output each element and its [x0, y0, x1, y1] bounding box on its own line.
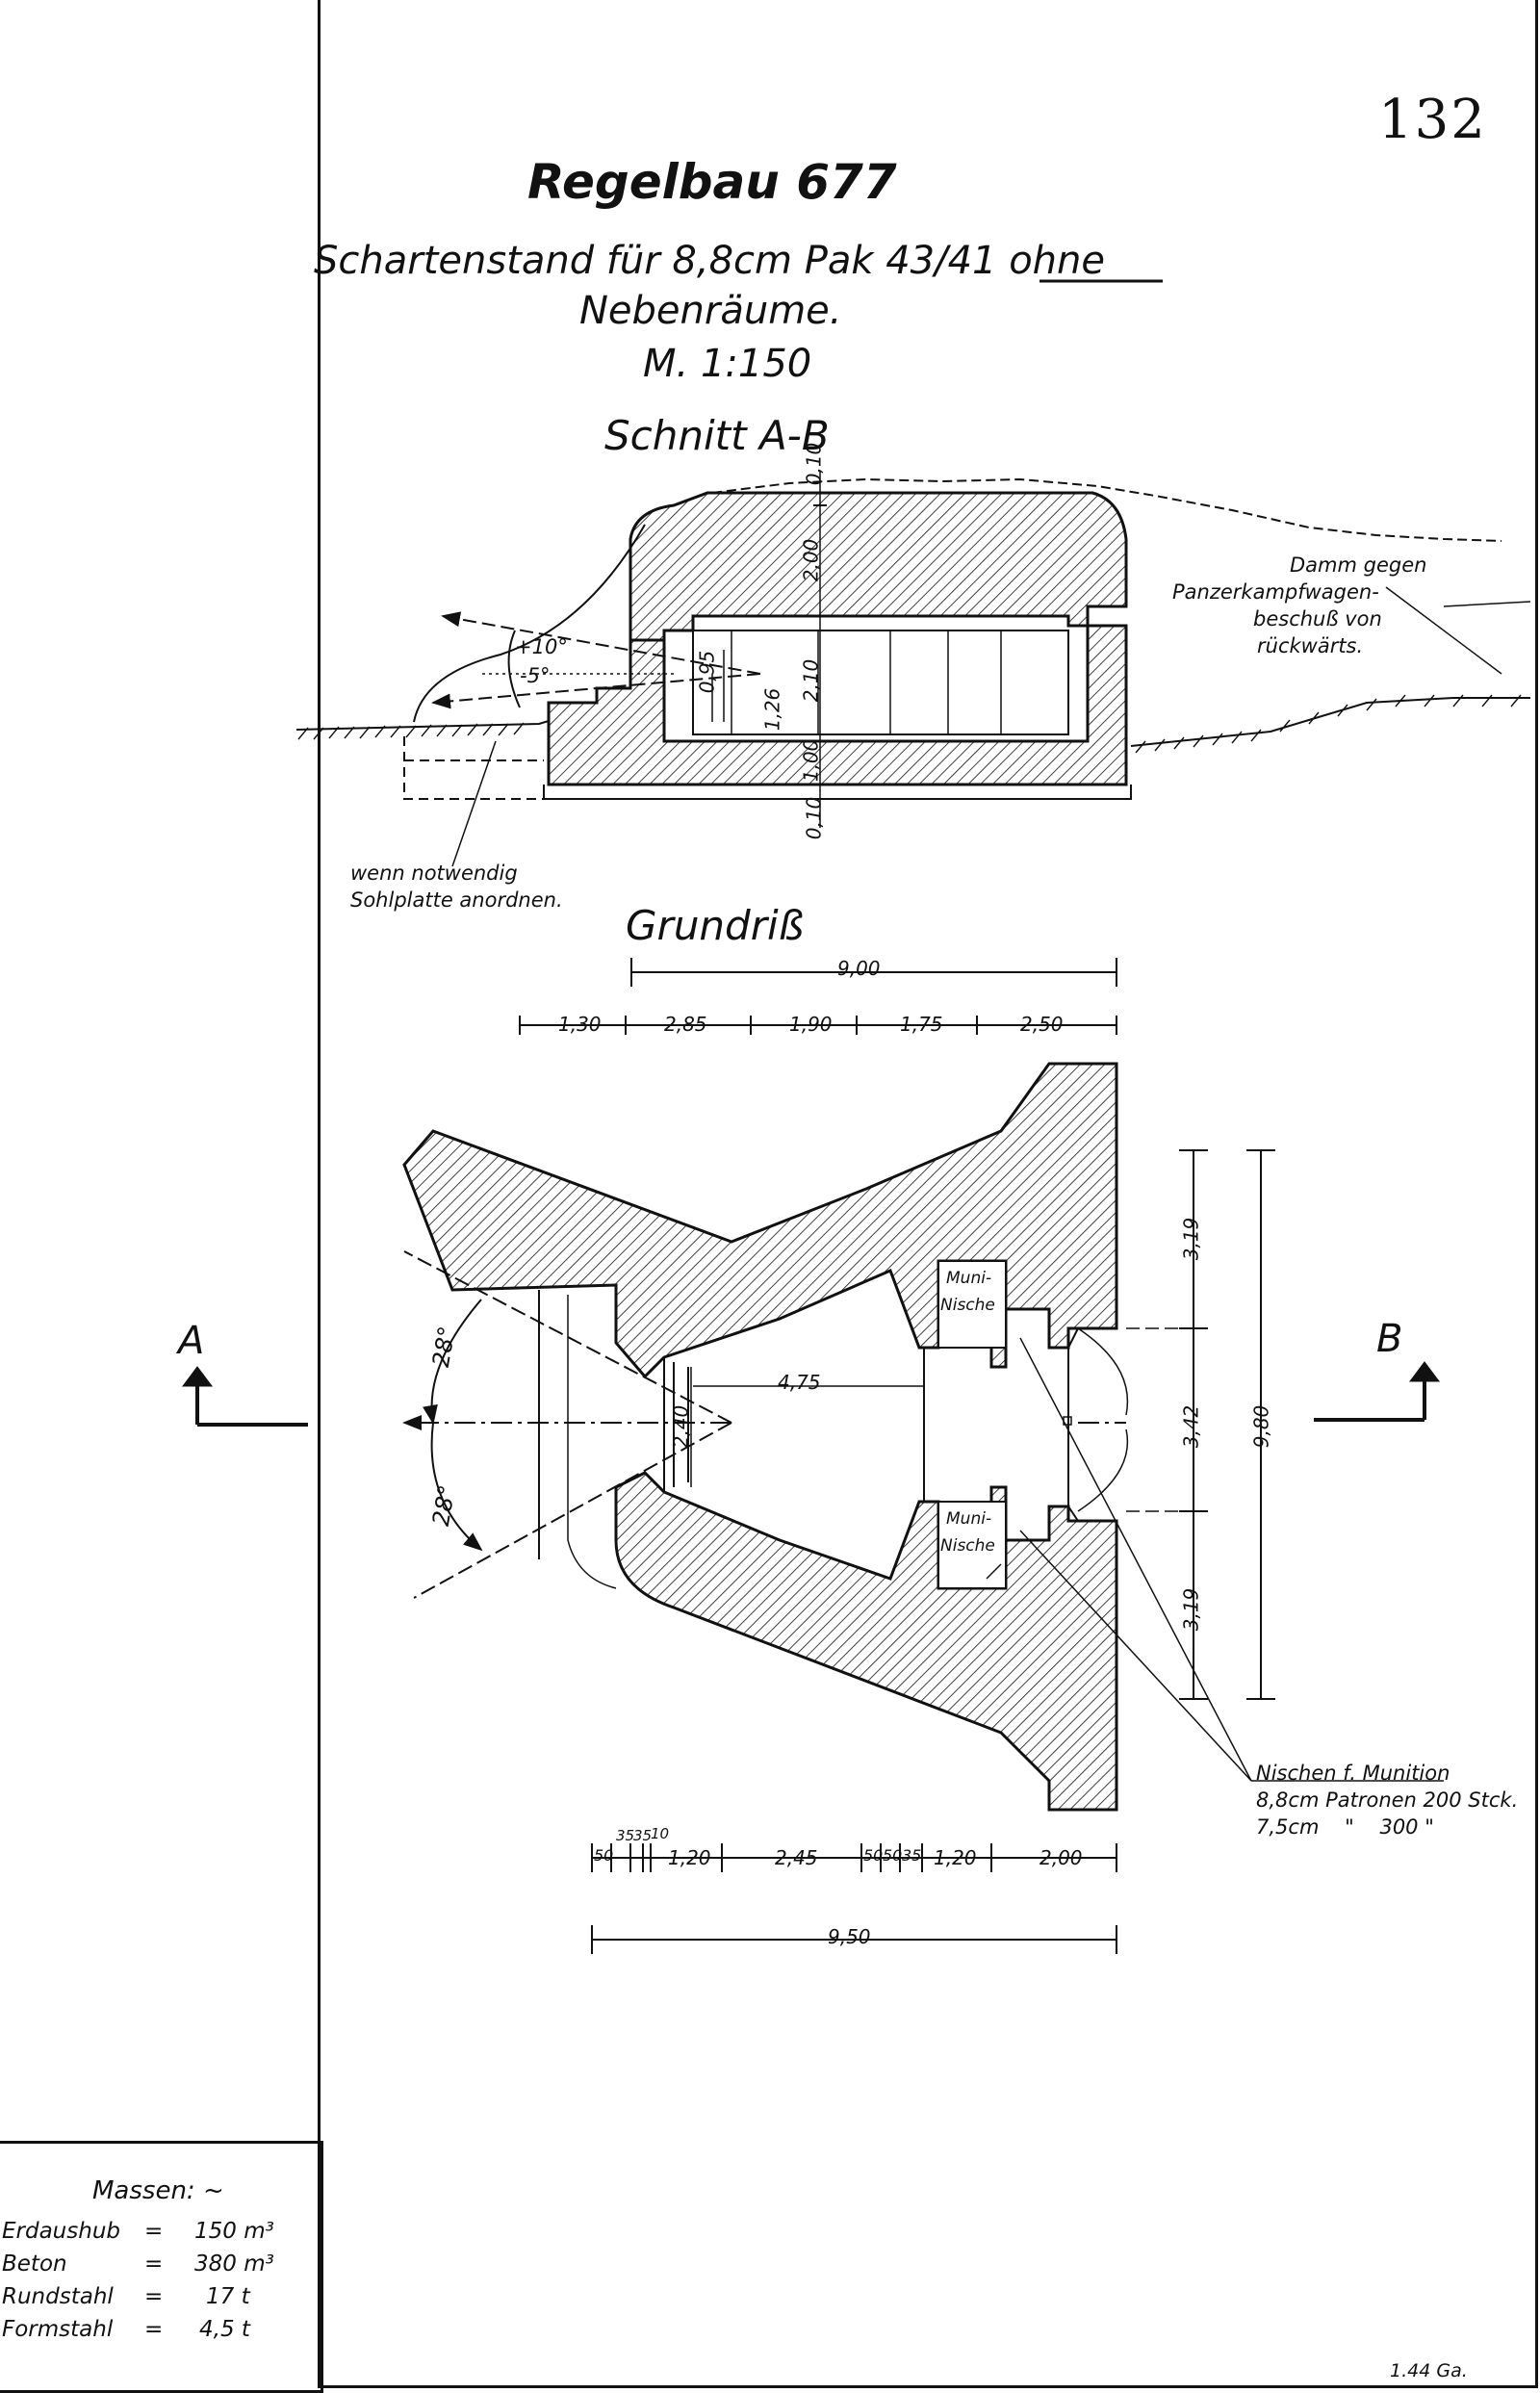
plan-dim-3: 1,90	[789, 1013, 833, 1036]
sohlplatte-note-1: wenn notwendig	[350, 862, 518, 885]
ground-hatching-right	[1135, 694, 1522, 754]
bottom-dim-4: 50	[863, 1846, 884, 1865]
plan-right-dim-2: 3,42	[1179, 1404, 1203, 1449]
plan-right-dim-1: 3,19	[1179, 1217, 1203, 1261]
masses-label: Erdaushub	[2, 2219, 120, 2244]
ammo-note-2: 8,8cm Patronen 200 Stck.	[1256, 1788, 1519, 1812]
section-marker-b: B	[1376, 1317, 1403, 1361]
bottom-dim-8: 2,00	[1040, 1846, 1083, 1869]
masses-sep: =	[144, 2284, 164, 2309]
subtitle-line-1: Schartenstand für 8,8cm Pak 43/41 ohne	[314, 239, 1105, 283]
bottom-total: 9,50	[828, 1925, 871, 1948]
plan-right-dim-3: 3,19	[1179, 1587, 1203, 1632]
bottom-dim-2: 1,20	[668, 1846, 711, 1869]
ammo-niche-top	[937, 1260, 1007, 1349]
masses-header: Massen: ~	[92, 2176, 224, 2205]
section-title: Schnitt A-B	[604, 412, 830, 459]
dim-roof-thickness: 2,00	[799, 538, 823, 582]
niche-top-label-2: Nische	[940, 1296, 995, 1315]
bottom-small-dim-2: 35	[633, 1827, 653, 1844]
sohlplatte-note-2: Sohlplatte anordnen.	[350, 888, 563, 912]
masses-value: 4,5 t	[199, 2317, 250, 2342]
dim-sill-height: 1,26	[760, 687, 784, 732]
plan-dim-4: 1,75	[900, 1013, 943, 1036]
drawing-title: Regelbau 677	[527, 154, 897, 210]
section-view	[295, 472, 1531, 867]
damm-note-1: Damm gegen	[1290, 553, 1427, 577]
masses-value: 380 m³	[194, 2251, 274, 2277]
plan-dim-5: 2,50	[1020, 1013, 1064, 1036]
dim-floor-thickness: 1,00	[799, 738, 823, 783]
section-marker-a: A	[178, 1319, 205, 1363]
plan-total-depth: 9,80	[1249, 1404, 1273, 1449]
masses-value: 150 m³	[194, 2219, 274, 2244]
damm-note-4: rückwärts.	[1257, 634, 1364, 657]
dim-base-cover: 0,10	[802, 796, 826, 840]
masses-table: Massen: ~ Erdaushub = 150 m³ Beton = 380…	[0, 2141, 323, 2393]
scale-label: M. 1:150	[643, 342, 812, 386]
page-number: 132	[1378, 89, 1487, 151]
masses-sep: =	[144, 2219, 164, 2244]
plan-dim-embrasure: 2,40	[669, 1404, 693, 1449]
plan-dim-depth: 4,75	[778, 1371, 821, 1394]
masses-label: Rundstahl	[2, 2284, 114, 2309]
niche-bottom-label-2: Nische	[940, 1536, 995, 1556]
bottom-dim-3: 2,45	[775, 1846, 818, 1869]
bottom-dim-1: 50	[594, 1846, 614, 1865]
masses-sep: =	[144, 2251, 164, 2277]
lower-wing-wall	[614, 1471, 1118, 1812]
angle-depression: -5°	[520, 664, 551, 687]
plan-dim-2: 2,85	[664, 1013, 707, 1036]
masses-value: 17 t	[206, 2284, 250, 2309]
plan-title: Grundriß	[626, 902, 805, 949]
ammo-niche-bottom	[937, 1501, 1007, 1589]
drawing-frame	[318, 0, 1538, 2388]
plan-dim-1: 1,30	[558, 1013, 602, 1036]
dim-room-height: 2,10	[799, 658, 823, 703]
damm-note-3: beschuß von	[1253, 607, 1382, 630]
angle-elevation: +10°	[515, 635, 568, 658]
roof-slab	[629, 491, 1128, 642]
bottom-small-dim-3: 10	[651, 1825, 670, 1842]
ground-hatching-left	[297, 722, 525, 740]
plan-total-width: 9,00	[837, 957, 881, 980]
damm-note-2: Panzerkampfwagen-	[1172, 580, 1379, 604]
masses-sep: =	[144, 2317, 164, 2342]
subtitle-line-2: Nebenräume.	[579, 289, 842, 333]
niche-top-label-1: Muni-	[946, 1269, 992, 1288]
bottom-dim-6: 35	[902, 1846, 922, 1865]
masses-label: Beton	[2, 2251, 67, 2277]
date-stamp: 1.44 Ga.	[1390, 2360, 1468, 2381]
dim-embrasure-height: 0,95	[695, 650, 719, 694]
interior-chamber	[692, 630, 1069, 735]
bottom-dim-5: 50	[883, 1846, 903, 1865]
plan-view	[182, 958, 1444, 1954]
masses-label: Formstahl	[2, 2317, 114, 2342]
dim-roof-cover: 0,10	[802, 442, 826, 486]
ammo-note-1: Nischen f. Munition	[1256, 1762, 1450, 1785]
bottom-small-dim-1: 35	[616, 1827, 635, 1844]
ammo-note-3: 7,5cm " 300 "	[1256, 1815, 1434, 1839]
niche-bottom-label-1: Muni-	[946, 1509, 992, 1529]
bottom-dim-7: 1,20	[934, 1846, 977, 1869]
upper-wing-wall	[402, 1062, 1118, 1379]
